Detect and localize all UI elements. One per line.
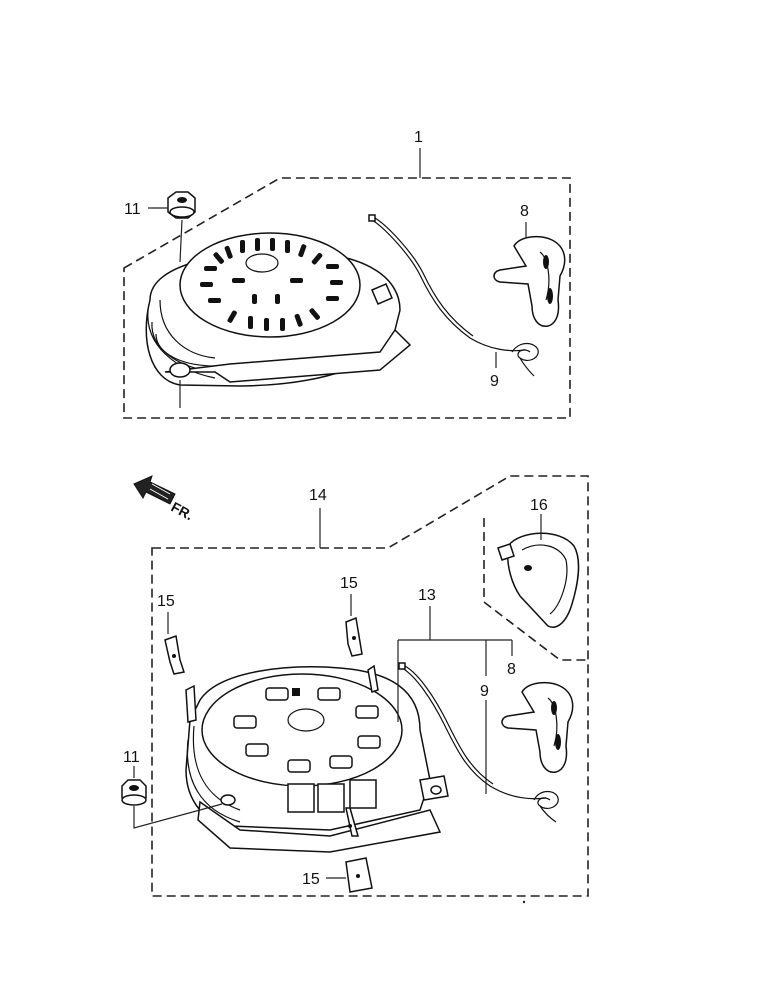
vent-slots-bottom (233, 687, 381, 773)
callout-15-left: 15 (157, 593, 175, 610)
starter-rope-bottom (398, 662, 559, 823)
recoil-starter-assembly-bottom: 14 16 (121, 475, 589, 897)
front-arrow-label: FR. (169, 499, 196, 524)
callout-11-bottom: 11 (123, 749, 140, 766)
starter-rope-top (368, 214, 539, 377)
callout-8-top: 8 (520, 203, 529, 220)
flange-nut-bottom (121, 779, 147, 806)
assembly-14-outline (151, 475, 589, 897)
callout-14: 14 (309, 487, 327, 504)
inset-16-outline (483, 518, 588, 661)
callout-9-bottom: 9 (480, 683, 489, 700)
callout-13: 13 (418, 587, 436, 604)
callout-8-bottom: 8 (507, 661, 516, 678)
assembly-1-outline (123, 177, 571, 419)
starter-grip-top (493, 235, 566, 327)
callout-15-mid: 15 (340, 575, 358, 592)
flange-nut-top (167, 191, 196, 219)
callout-11-top: 11 (124, 201, 141, 218)
callout-9-top: 9 (490, 373, 499, 390)
front-direction-arrow: FR. (133, 475, 196, 524)
callout-1: 1 (414, 129, 423, 146)
callout-16: 16 (530, 497, 548, 514)
clip-15-left (164, 634, 185, 675)
recoil-starter-assembly-top: 1 (123, 129, 571, 419)
clip-15-bottom (345, 857, 373, 893)
speck-mark (522, 900, 526, 904)
starter-grip-bottom (501, 681, 574, 773)
clip-15-mid (345, 616, 363, 657)
callout-15-bottom: 15 (302, 871, 320, 888)
starter-housing-bottom (185, 664, 449, 853)
starter-housing-top (145, 232, 412, 387)
starter-grip-16 (497, 532, 580, 628)
vent-slots-top (200, 238, 343, 331)
